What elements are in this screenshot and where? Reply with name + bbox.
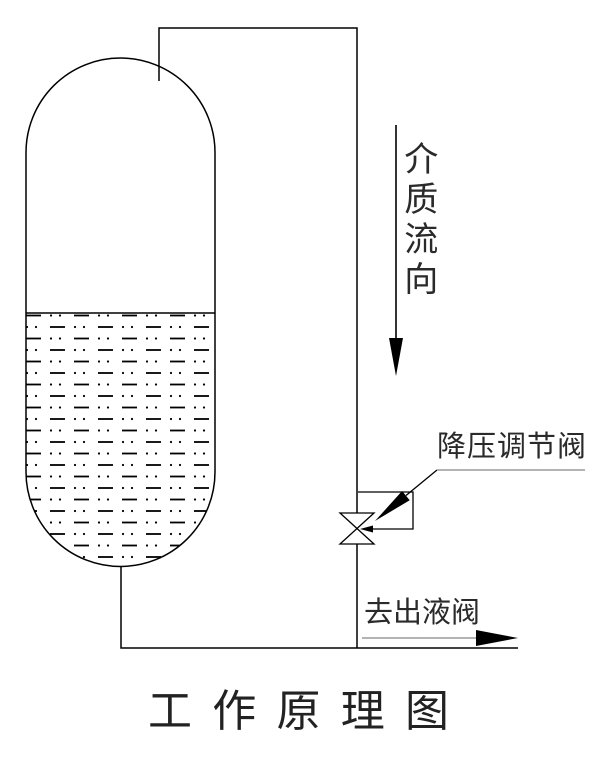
diagram-title: 工 作 原 理 图	[148, 687, 453, 736]
leader-arrowhead-icon	[375, 491, 410, 521]
outlet-arrowhead-icon	[476, 630, 518, 646]
outlet-flow-arrow	[362, 630, 518, 646]
flow-arrowhead-icon	[389, 338, 403, 376]
small-arrowhead-icon	[360, 525, 373, 533]
flow-direction-label: 介质流向	[398, 141, 437, 301]
outlet-valve-label: 去出液阀	[364, 597, 481, 629]
leader-arrow	[375, 469, 438, 521]
storage-vessel-outline	[25, 57, 216, 568]
flow-direction-arrow	[389, 125, 403, 376]
liquid-fill-hatch	[26, 314, 215, 567]
pressure-reducing-valve-label: 降压调节阀	[437, 431, 588, 463]
bottom-outlet-pipe	[120, 567, 518, 649]
pressure-reducing-valve-symbol	[338, 512, 376, 545]
top-outlet-pipe	[158, 27, 358, 513]
valve-control-loop	[358, 491, 414, 533]
